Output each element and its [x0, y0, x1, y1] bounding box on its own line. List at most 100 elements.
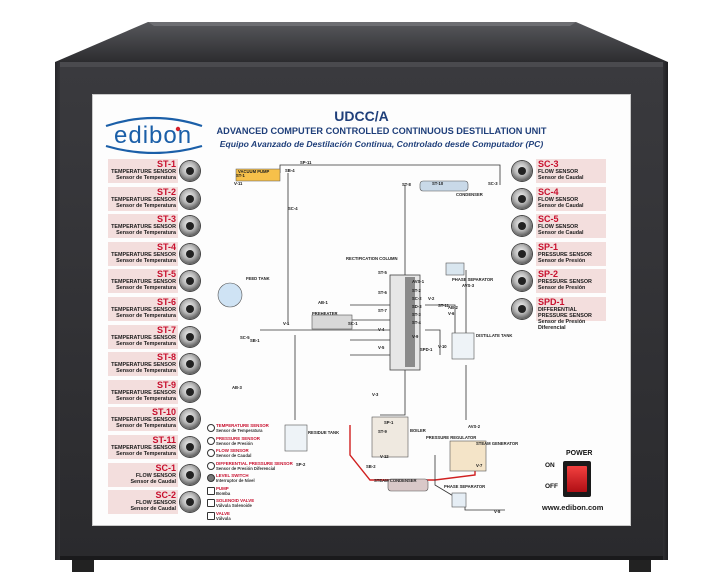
diagram-tag: V-9 [412, 334, 419, 339]
connector-socket [186, 277, 194, 285]
sensor-name: DIFFERENTIAL PRESSURE SENSOR [538, 307, 592, 319]
diagram-tag: V-2 [428, 296, 435, 301]
diagram-tag: V-8 [494, 509, 501, 514]
connector-st-3[interactable] [180, 216, 200, 236]
steam-condenser-label: STEAM CONDENSER [374, 478, 417, 483]
diagram-tag: ST-1 [236, 173, 245, 178]
power-on-label: ON [545, 462, 555, 469]
sensor-subtitle: Sensor de Presión [538, 285, 586, 291]
legend-subtitle: Sensor de Temperatura [216, 428, 263, 433]
connector-socket [186, 250, 194, 258]
title-spanish: Equipo Avanzado de Destilación Continua,… [219, 139, 544, 149]
legend-subtitle: Sensor de Presión Diferencial [216, 465, 276, 471]
column-label: RECTIFICATION COLUMN [346, 256, 398, 261]
connector-st-2[interactable] [180, 189, 200, 209]
diagram-tag: V-7 [476, 463, 483, 468]
sensor-code: ST-2 [156, 187, 176, 197]
logo-text: edibon [114, 122, 193, 149]
connector-sp-1[interactable] [512, 244, 532, 264]
sensor-subtitle: Sensor de Caudal [538, 203, 584, 209]
connector-socket [186, 415, 194, 423]
connector-sc-5[interactable] [512, 216, 532, 236]
phase-separator-label: PHASE SEPARATOR [452, 277, 494, 282]
connector-st-5[interactable] [180, 271, 200, 291]
connector-st-10[interactable] [180, 409, 200, 429]
sensor-code: ST-1 [156, 159, 176, 169]
sensor-code: SC-3 [538, 159, 559, 169]
diagram-tag: V-4 [378, 327, 385, 332]
process-diagram [217, 164, 505, 511]
sensor-subtitle: Sensor de Presión Diferencial [538, 319, 586, 331]
diagram-tag: V-11 [234, 181, 243, 186]
connector-socket [186, 443, 194, 451]
legend-symbol-icon [207, 511, 215, 520]
diagram-tag: ST-10 [432, 181, 444, 186]
sensor-code: ST-7 [156, 325, 176, 335]
diagram-tag: AB-2 [448, 305, 458, 310]
sensor-name: TEMPERATURE SENSOR [111, 390, 176, 396]
legend-subtitle: Válvula Solenoide [216, 503, 252, 508]
connector-sc-4[interactable] [512, 189, 532, 209]
connector-st-9[interactable] [180, 382, 200, 402]
connector-st-4[interactable] [180, 244, 200, 264]
diagram-tag: SP-2 [296, 462, 306, 467]
connector-spd-1[interactable] [512, 299, 532, 319]
sensor-code: SP-1 [538, 242, 559, 252]
connector-st-1[interactable] [180, 161, 200, 181]
connector-sp-2[interactable] [512, 271, 532, 291]
power-switch[interactable] [563, 461, 591, 497]
connector-sc-1[interactable] [180, 465, 200, 485]
sensor-name: TEMPERATURE SENSOR [111, 335, 176, 341]
legend-subtitle: Sensor de Presión [216, 440, 253, 446]
sensor-subtitle: Sensor de Temperatura [116, 396, 176, 402]
sensor-subtitle: Sensor de Temperatura [116, 341, 176, 347]
legend-name: TEMPERATURE SENSOR [216, 423, 269, 428]
sensor-code: SC-1 [155, 463, 176, 473]
connector-socket [186, 360, 194, 368]
legend-symbol-icon [207, 424, 215, 432]
sensor-code: ST-3 [156, 214, 176, 224]
sensor-name: PRESSURE SENSOR [538, 252, 592, 258]
connector-socket [186, 195, 194, 203]
sensor-code: ST-11 [152, 435, 176, 445]
legend-name: SOLENOID VALVE [216, 498, 255, 503]
vacuum-pump-label: VACUUM PUMP [238, 169, 270, 174]
connector-sc-3[interactable] [512, 161, 532, 181]
steam-generator-label: STEAM GENERATOR [476, 441, 519, 446]
connector-st-6[interactable] [180, 299, 200, 319]
sensor-subtitle: Sensor de Presión [538, 258, 586, 264]
legend-symbol-icon [207, 474, 215, 482]
connector-st-11[interactable] [180, 437, 200, 457]
legend-subtitle: Sensor de Caudal [216, 453, 252, 458]
connector-st-7[interactable] [180, 327, 200, 347]
model-title: UDCC/A [334, 108, 389, 124]
sensor-code: SC-2 [155, 490, 176, 500]
sensor-subtitle: Sensor de Caudal [538, 230, 584, 236]
sensor-code: SC-5 [538, 214, 559, 224]
connector-socket [518, 305, 526, 313]
connector-socket [186, 388, 194, 396]
diagram-tag: SC-2 [412, 296, 422, 301]
sensor-subtitle: Sensor de Temperatura [116, 423, 176, 429]
diagram-tag: SC-4 [288, 206, 298, 211]
connector-st-8[interactable] [180, 354, 200, 374]
legend-symbol-icon [207, 449, 215, 457]
sensor-subtitle: Sensor de Temperatura [116, 313, 176, 319]
connector-sc-2[interactable] [180, 492, 200, 512]
legend-name: FLOW SENSOR [216, 448, 249, 453]
legend-name: PUMP [216, 485, 229, 491]
